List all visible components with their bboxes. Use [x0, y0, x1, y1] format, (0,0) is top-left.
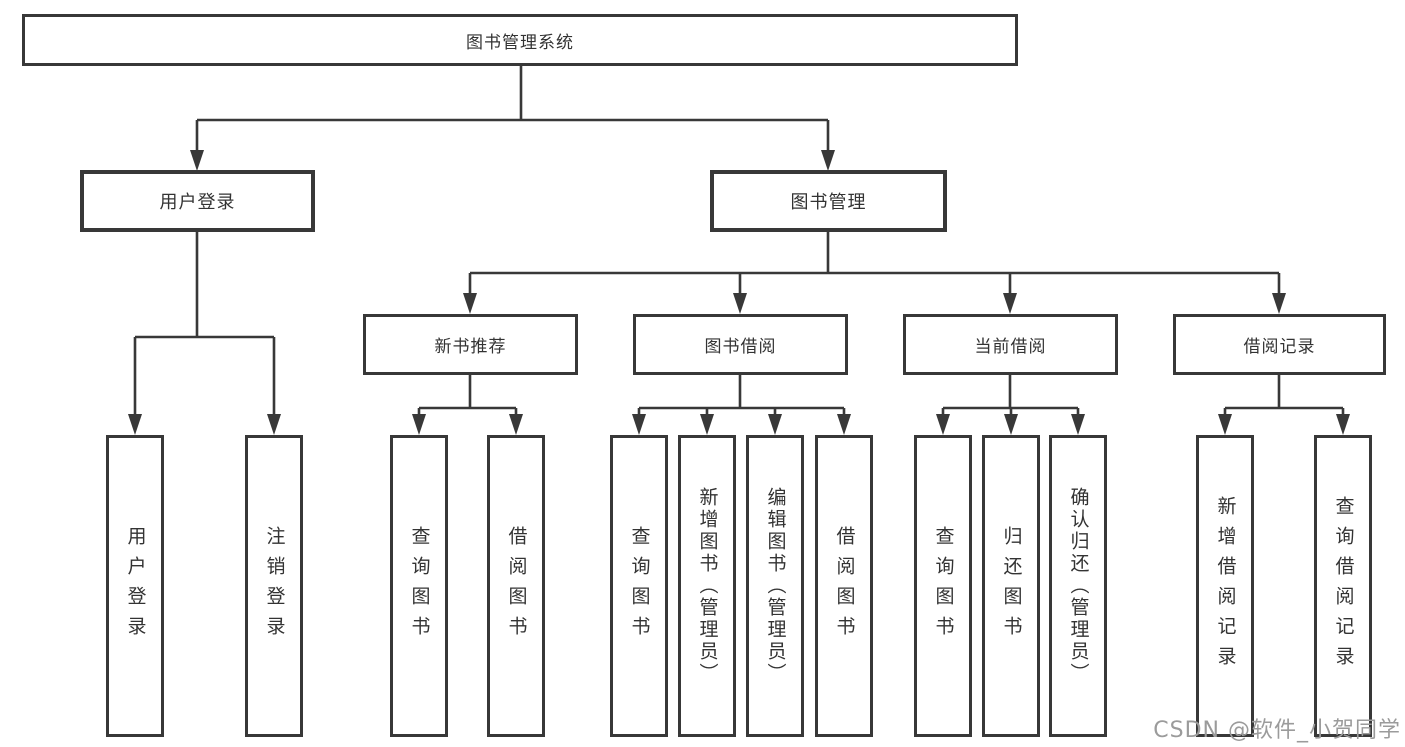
leaf-user-login: 用户登录 — [106, 435, 164, 737]
leaf-confirm-return-admin: 确认归还（管理员） — [1049, 435, 1107, 737]
leaf-query-books-borrow: 查询图书 — [610, 435, 668, 737]
node-borrowing-records: 借阅记录 — [1173, 314, 1386, 375]
watermark: CSDN @软件_小贺同学 — [1153, 718, 1401, 743]
node-user-login: 用户登录 — [80, 170, 315, 232]
leaf-add-books-admin: 新增图书（管理员） — [678, 435, 736, 737]
arrow-down-icon — [768, 414, 782, 435]
connector-records-to-leaves — [1223, 375, 1345, 417]
leaf-add-borrow-record: 新增借阅记录 — [1196, 435, 1254, 737]
arrow-down-icon — [128, 414, 142, 435]
arrow-down-icon — [936, 414, 950, 435]
arrow-down-icon — [700, 414, 714, 435]
node-book-management: 图书管理 — [710, 170, 947, 232]
connector-current-to-leaves — [941, 375, 1080, 417]
arrow-down-icon — [1003, 293, 1017, 314]
arrow-down-icon — [1004, 414, 1018, 435]
arrow-down-icon — [1272, 293, 1286, 314]
arrow-down-icon — [412, 414, 426, 435]
arrow-down-icon — [733, 293, 747, 314]
leaf-query-books-current: 查询图书 — [914, 435, 972, 737]
arrow-down-icon — [509, 414, 523, 435]
arrow-down-icon — [837, 414, 851, 435]
node-current-borrowing: 当前借阅 — [903, 314, 1118, 375]
leaf-return-books: 归还图书 — [982, 435, 1040, 737]
node-library-management-system: 图书管理系统 — [22, 14, 1018, 66]
leaf-borrow-books-newbook: 借阅图书 — [487, 435, 545, 737]
node-new-book-recommendation: 新书推荐 — [363, 314, 578, 375]
arrow-down-icon — [267, 414, 281, 435]
node-book-borrowing: 图书借阅 — [633, 314, 848, 375]
connector-root-to-level2 — [195, 64, 830, 153]
arrow-down-icon — [1336, 414, 1350, 435]
leaf-logout: 注销登录 — [245, 435, 303, 737]
arrow-down-icon — [1218, 414, 1232, 435]
arrow-down-icon — [632, 414, 646, 435]
leaf-query-books-newbook: 查询图书 — [390, 435, 448, 737]
leaf-query-borrow-record: 查询借阅记录 — [1314, 435, 1372, 737]
connector-bookmgmt-to-level3 — [468, 232, 1281, 296]
arrow-down-icon — [1071, 414, 1085, 435]
arrow-down-icon — [821, 150, 835, 171]
leaf-edit-books-admin: 编辑图书（管理员） — [746, 435, 804, 737]
arrow-down-icon — [190, 150, 204, 171]
connector-userlogin-to-leaves — [133, 232, 276, 417]
connector-newbook-to-leaves — [417, 375, 518, 417]
arrow-down-icon — [463, 293, 477, 314]
leaf-borrow-books-borrow: 借阅图书 — [815, 435, 873, 737]
connector-borrow-to-leaves — [637, 375, 846, 417]
